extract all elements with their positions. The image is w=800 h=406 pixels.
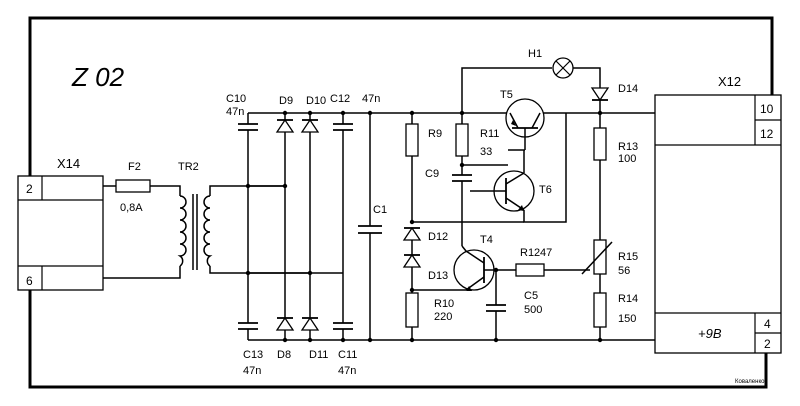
capacitor-c11-value: 47n xyxy=(338,365,356,377)
diode-d8-label: D8 xyxy=(277,349,291,361)
connector-x14-pin-bottom: 6 xyxy=(26,274,33,288)
resistor-r12-value: 47 xyxy=(540,247,552,259)
capacitor-c13-label: C13 xyxy=(243,349,263,361)
connector-x12-label: X12 xyxy=(718,74,741,89)
resistor-r13-label: R13 xyxy=(618,141,638,153)
page-title: Z 02 xyxy=(71,62,125,92)
diode-d14-label: D14 xyxy=(618,83,638,95)
resistor-r11-label: R11 xyxy=(480,128,499,140)
primary-wire-bottom xyxy=(103,266,181,279)
connector-x12: X12 10 12 4 2 +9B xyxy=(654,74,782,354)
resistor-r14-label: R14 xyxy=(618,293,638,305)
primary-wire-top2 xyxy=(150,185,181,196)
capacitor-c5: C5 500 xyxy=(486,270,542,340)
transistor-t5: T5 xyxy=(500,89,545,150)
junction-dots xyxy=(245,110,603,343)
capacitor-c10-label: C10 xyxy=(226,93,246,105)
capacitor-c9: C9 xyxy=(425,168,472,246)
author-signature: Коваленко xyxy=(735,379,765,385)
transistor-t4: T4 xyxy=(453,234,495,291)
secondary-wire-bottom xyxy=(209,266,310,274)
resistor-r13: R13 100 xyxy=(593,113,638,240)
diode-d11: D11 xyxy=(300,316,328,361)
lamp-right-wire xyxy=(573,67,601,88)
diode-d10-label: D10 xyxy=(306,95,326,107)
diode-d9: D9 xyxy=(275,95,295,318)
connector-x14: X14 2 6 xyxy=(17,156,104,291)
capacitor-c5-value: 500 xyxy=(524,304,542,316)
capacitor-c10-value: 47n xyxy=(226,106,244,118)
resistor-r15-value: 56 xyxy=(618,265,630,277)
capacitor-c11-label: C11 xyxy=(338,349,357,361)
resistor-r15: R15 56 xyxy=(581,239,638,293)
diode-d12-label: D12 xyxy=(428,231,448,243)
t6-emitter-wire xyxy=(523,113,567,223)
capacitor-c10: C10 47n xyxy=(226,93,258,340)
diode-d11-label: D11 xyxy=(309,349,328,361)
t4-collector-wire xyxy=(461,245,467,252)
capacitor-c12-label: C12 xyxy=(330,93,350,105)
resistor-r11: R11 33 xyxy=(455,113,499,170)
resistor-r11-value: 33 xyxy=(480,146,492,158)
capacitor-c12-value: 47n xyxy=(362,93,380,105)
transformer-tr2-label: TR2 xyxy=(178,161,199,173)
transformer-tr2: TR2 xyxy=(177,161,213,270)
diode-d9-label: D9 xyxy=(279,95,293,107)
transistor-t5-label: T5 xyxy=(500,89,513,101)
diode-d13-label: D13 xyxy=(428,270,448,282)
lamp-h1: H1 xyxy=(528,48,574,79)
resistor-r14-value: 150 xyxy=(618,313,636,325)
resistor-r14: R14 150 xyxy=(593,292,638,340)
resistor-r13-value: 100 xyxy=(618,153,636,165)
diode-d14: D14 xyxy=(590,83,638,113)
capacitor-c11: C11 47n xyxy=(333,322,357,377)
connector-x12-pin-12: 12 xyxy=(760,127,774,141)
capacitor-c1-label: C1 xyxy=(373,204,387,216)
capacitor-c12: C12 47n xyxy=(330,93,380,323)
diode-d8: D8 xyxy=(275,316,295,361)
connector-x12-output-label: +9B xyxy=(698,326,722,341)
lamp-loop-wire xyxy=(461,67,552,113)
fuse-f2: F2 0,8A xyxy=(115,161,151,214)
resistor-r10-value: 220 xyxy=(434,311,452,323)
ground-return-wire xyxy=(28,290,768,389)
lamp-h1-label: H1 xyxy=(528,48,542,60)
frame-wire xyxy=(28,16,774,176)
connector-x12-pin-2: 2 xyxy=(764,337,771,351)
resistor-r9-label: R9 xyxy=(428,128,442,140)
diode-d10: D10 xyxy=(300,95,326,318)
resistor-r10: R10 220 xyxy=(405,292,454,340)
transistor-t6: T6 xyxy=(470,170,552,212)
fuse-f2-label: F2 xyxy=(128,161,141,173)
connector-x14-pin-top: 2 xyxy=(26,182,33,196)
capacitor-c13-value: 47n xyxy=(243,365,261,377)
connector-x12-pin-4: 4 xyxy=(764,317,771,331)
resistor-r10-label: R10 xyxy=(434,298,454,310)
capacitor-c1: C1 xyxy=(358,113,387,340)
diode-d13: D13 xyxy=(402,253,448,293)
resistor-r15-label: R15 xyxy=(618,251,638,263)
connector-x14-label: X14 xyxy=(57,156,80,171)
connector-x12-pin-10: 10 xyxy=(760,102,774,116)
fuse-f2-value: 0,8A xyxy=(120,202,143,214)
resistor-r9: R9 xyxy=(405,113,442,222)
transistor-t6-label: T6 xyxy=(539,184,552,196)
resistor-r12: R12 47 xyxy=(515,247,552,277)
resistor-r12-label: R12 xyxy=(520,247,540,259)
diode-d12: D12 xyxy=(402,226,448,255)
transistor-t4-label: T4 xyxy=(480,234,493,246)
capacitor-c9-label: C9 xyxy=(425,168,439,180)
capacitor-c5-label: C5 xyxy=(524,290,538,302)
